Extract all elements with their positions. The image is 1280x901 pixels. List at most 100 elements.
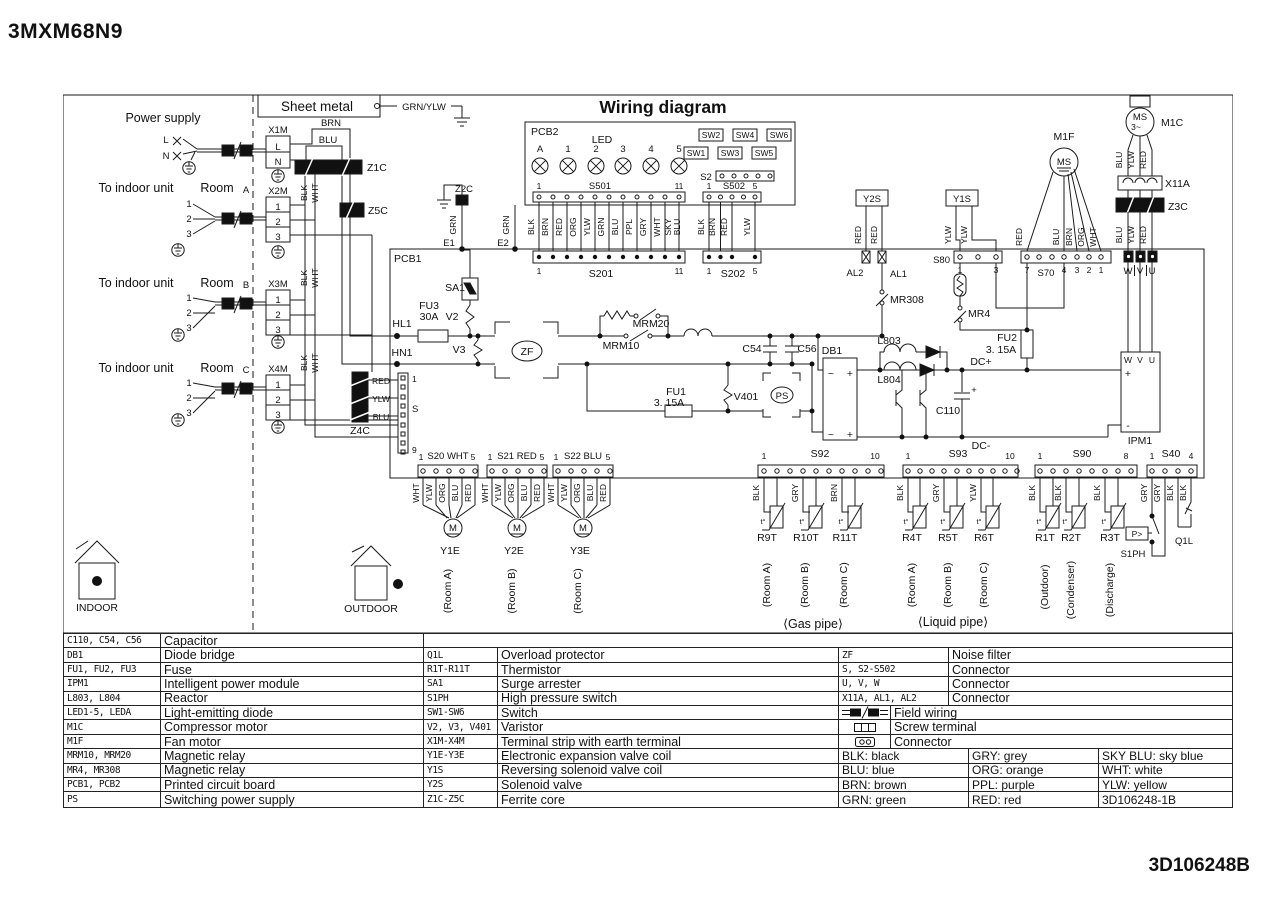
legend-code: U, V, W [839, 677, 949, 692]
diagram-label: P> [1132, 529, 1143, 539]
diagram-label: 2 [186, 393, 191, 404]
diagram-label: YLW [372, 394, 390, 404]
diagram-label: 1 [412, 374, 417, 384]
diagram-label: MRM20 [633, 318, 670, 330]
diagram-label: SW4 [736, 130, 755, 140]
diagram-label: HL1 [392, 318, 411, 330]
legend-code: X11A, AL1, AL2 [839, 691, 949, 707]
diagram-label: + [1125, 368, 1131, 380]
legend-color-code: ORG: orange [969, 763, 1099, 779]
diagram-label: ORG [437, 483, 447, 502]
diagram-label: RED [598, 484, 608, 502]
legend-description: Light-emitting diode [161, 706, 424, 721]
diagram-label: S40 [1162, 448, 1181, 460]
diagram-label: INDOOR [76, 602, 118, 614]
diagram-label: (Room C) [572, 568, 584, 614]
diagram-label: PCB2 [531, 126, 559, 138]
diagram-label: BLK [696, 219, 706, 235]
diagram-label: S2 [700, 172, 712, 183]
diagram-label: WHT [480, 483, 490, 502]
legend-color-code: PPL: purple [969, 778, 1099, 793]
diagram-label: S93 [949, 448, 968, 460]
diagram-label: B [243, 280, 249, 291]
field-wiring-symbol [841, 706, 888, 719]
diagram-label: + [847, 429, 853, 441]
diagram-label: MS [1133, 112, 1147, 123]
diagram-label: 1 [488, 452, 493, 462]
diagram-label: (Room C) [978, 562, 990, 608]
diagram-label: 4 [1189, 451, 1194, 461]
legend-color-code: GRN: green [839, 792, 969, 807]
diagram-label: 5 [540, 452, 545, 462]
diagram-label: S [412, 404, 418, 415]
diagram-label: RED [1138, 151, 1148, 169]
diagram-label: 1 [707, 266, 712, 276]
diagram-label: BLU [585, 485, 595, 502]
diagram-label: BLU [319, 135, 338, 146]
diagram-label: S202 [721, 268, 746, 280]
diagram-label: A [537, 144, 544, 155]
diagram-label: V401 [734, 391, 759, 403]
diagram-label: 3 [186, 323, 191, 334]
model-title: 3MXM68N9 [8, 20, 123, 44]
diagram-label: Z4C [350, 425, 370, 437]
legend-color-code: WHT: white [1099, 764, 1232, 779]
legend-description: Magnetic relay [161, 749, 424, 764]
diagram-label: Power supply [125, 111, 201, 125]
diagram-label: FU3 [419, 300, 439, 312]
diagram-label: YLW [943, 226, 953, 244]
diagram-label: Y1E [440, 545, 460, 557]
legend-description: Ferrite core [498, 792, 839, 807]
diagram-label: X3M [268, 279, 288, 290]
diagram-label: BLU [519, 485, 529, 502]
diagram-label: C110 [936, 405, 960, 417]
legend-code: ZF [839, 648, 949, 663]
diagram-label: 1 [537, 181, 542, 191]
diagram-label: 5 [676, 144, 681, 155]
diagram-label: FU2 [997, 332, 1017, 344]
diagram-label: BLK [751, 485, 761, 501]
diagram-label: 8 [1124, 451, 1129, 461]
diagram-label: DB1 [822, 345, 843, 357]
diagram-label: To indoor unit [98, 361, 174, 375]
legend-color-code: YLW: yellow [1099, 778, 1232, 793]
diagram-label: t° [940, 517, 945, 526]
diagram-label: Q1L [1175, 536, 1193, 547]
diagram-label: GRY [638, 218, 648, 237]
diagram-label: YLW [424, 484, 434, 502]
diagram-label: R5T [938, 532, 958, 544]
legend-description: Field wiring [891, 706, 1232, 721]
diagram-label: 3 [186, 408, 191, 419]
diagram-label: S92 [811, 448, 830, 460]
diagram-label: To indoor unit [98, 276, 174, 290]
diagram-label: 7 [1025, 265, 1030, 275]
legend-description: Magnetic relay [161, 763, 424, 779]
diagram-label: W [1124, 266, 1133, 277]
legend-color-code: RED: red [969, 792, 1099, 807]
diagram-label: SA1 [445, 282, 465, 294]
diagram-label: RED [554, 218, 564, 236]
diagram-label: SW5 [755, 148, 774, 158]
diagram-label: AL1 [890, 269, 907, 280]
diagram-label: To indoor unit [98, 181, 174, 195]
legend-description: Electronic expansion valve coil [498, 749, 839, 764]
legend-color-code: BRN: brown [839, 778, 969, 793]
diagram-label: S501 [589, 181, 611, 192]
diagram-label: L804 [877, 374, 901, 386]
legend-code: M1F [64, 734, 161, 750]
diagram-label: GRY [931, 484, 941, 503]
diagram-label: R4T [902, 532, 922, 544]
diagram-label: M [449, 523, 457, 534]
diagram-label: - [1126, 420, 1130, 432]
diagram-label: GRN [448, 216, 458, 235]
legend-description: Capacitor [161, 634, 424, 649]
diagram-label: t° [1062, 517, 1067, 526]
legend-code: Y1S [424, 763, 498, 779]
diagram-label: S201 [589, 268, 614, 280]
diagram-label: 3~ [1131, 122, 1141, 132]
legend-description: Diode bridge [161, 648, 424, 663]
